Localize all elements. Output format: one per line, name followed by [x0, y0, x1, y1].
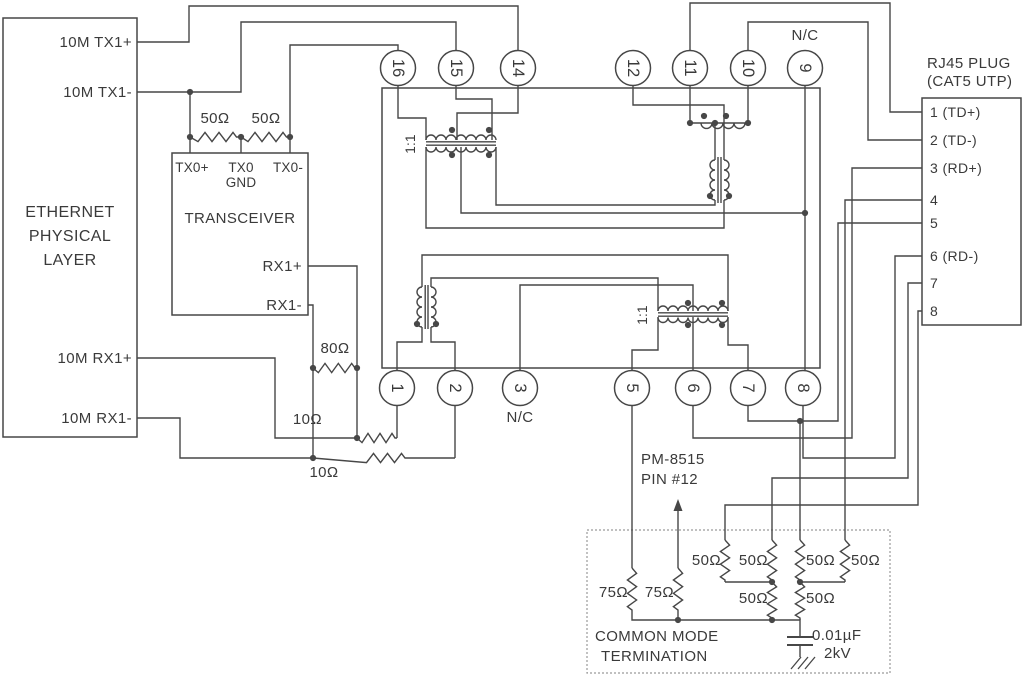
cmt-title-line1: COMMON MODE — [595, 628, 719, 645]
eth-pin-rx1-minus: 10M RX1- — [61, 410, 132, 427]
nc-label-pin9: N/C — [791, 27, 819, 44]
rj45-pin2-label: 2 (TD-) — [930, 132, 978, 148]
rj45-pin8-label: 8 — [930, 303, 939, 319]
module-pin-3 — [501, 369, 539, 407]
rj45-pin6-label: 6 (RD-) — [930, 248, 979, 264]
module-pin-10-number: 10 — [739, 58, 757, 78]
eth-title-line1: ETHERNET — [25, 204, 115, 221]
module-pin-12-number: 12 — [624, 58, 642, 78]
module-pin-1 — [378, 369, 416, 407]
eth-pin-tx1-minus: 10M TX1- — [63, 84, 132, 101]
nc-label-pin3: N/C — [506, 409, 534, 426]
module-pin-5 — [613, 369, 651, 407]
module-pin-9 — [786, 49, 824, 87]
cmt-50ohm-3-label: 50Ω — [806, 552, 836, 569]
module-pin-2 — [436, 369, 474, 407]
transceiver-pin-tx0-plus: TX0+ — [175, 160, 209, 175]
module-pin-15 — [437, 49, 475, 87]
module-pin-9-number: 9 — [796, 63, 814, 73]
module-pin-16 — [379, 49, 417, 87]
resistor-10ohm-bottom-label: 10Ω — [309, 464, 339, 481]
module-pin-5-number: 5 — [623, 383, 641, 393]
module-pin-15-number: 15 — [447, 58, 465, 78]
module-pin-14 — [499, 49, 537, 87]
transceiver-pin-gnd: GND — [225, 175, 257, 190]
resistor-80ohm-label: 80Ω — [320, 340, 350, 357]
cap-voltage-label: 2kV — [824, 645, 852, 662]
eth-title-line2: PHYSICAL — [28, 228, 112, 245]
module-pin-8-number: 8 — [794, 383, 812, 393]
module-pin-8 — [784, 369, 822, 407]
transceiver-pin-rx1-minus: RX1- — [266, 297, 302, 314]
cmt-50ohm-4-label: 50Ω — [851, 552, 881, 569]
module-pin-10 — [729, 49, 767, 87]
transceiver-pin-tx0-minus: TX0- — [272, 160, 304, 175]
rj45-pin1-label: 1 (TD+) — [930, 104, 981, 120]
transformer-ratio-tx: 1:1 — [403, 134, 418, 154]
cmt-title-line2: TERMINATION — [601, 648, 708, 665]
pin12-ref-line1: PM-8515 — [641, 451, 705, 468]
rj45-title-line1: RJ45 PLUG — [927, 55, 1011, 72]
cap-value-label: 0.01µF — [812, 627, 862, 644]
module-pin-14-number: 14 — [509, 58, 527, 78]
resistor-50ohm-left-label: 50Ω — [200, 110, 230, 127]
resistor-75ohm-b-label: 75Ω — [644, 584, 674, 601]
cmt-50ohm-2-label: 50Ω — [738, 552, 768, 569]
resistor-10ohm-top-label: 10Ω — [292, 411, 322, 428]
transceiver-title: TRANSCEIVER — [184, 210, 296, 227]
pin12-ref-line2: PIN #12 — [641, 471, 698, 488]
rj45-pin4-label: 4 — [930, 192, 939, 208]
rj45-pin5-label: 5 — [930, 215, 939, 231]
transformer-ratio-rx: 1:1 — [635, 305, 650, 325]
eth-pin-tx1-plus: 10M TX1+ — [59, 34, 132, 51]
rj45-pin7-label: 7 — [930, 275, 939, 291]
rj45-title-line2: (CAT5 UTP) — [927, 73, 1013, 90]
rj45-pin3-label: 3 (RD+) — [930, 160, 983, 176]
cmt-50ohm-5-label: 50Ω — [738, 590, 768, 607]
module-pin-16-number: 16 — [389, 58, 407, 78]
resistor-75ohm-a-label: 75Ω — [598, 584, 628, 601]
transceiver-pin-tx0: TX0 — [228, 160, 254, 175]
resistor-50ohm-right-label: 50Ω — [251, 110, 281, 127]
module-pin-7-number: 7 — [739, 383, 757, 393]
module-pin-11-number: 11 — [681, 59, 699, 77]
transceiver-pin-rx1-plus: RX1+ — [262, 258, 302, 275]
module-pin-6-number: 6 — [684, 383, 702, 393]
module-pin-1-number: 1 — [388, 383, 406, 393]
module-pin-7 — [729, 369, 767, 407]
module-pin-2-number: 2 — [446, 383, 464, 393]
module-pin-11 — [671, 49, 709, 87]
module-pin-3-number: 3 — [511, 383, 529, 393]
cmt-50ohm-1-label: 50Ω — [691, 552, 721, 569]
module-pin-6 — [674, 369, 712, 407]
eth-pin-rx1-plus: 10M RX1+ — [57, 350, 132, 367]
eth-title-line3: LAYER — [43, 252, 97, 269]
cmt-50ohm-6-label: 50Ω — [806, 590, 836, 607]
module-pin-12 — [614, 49, 652, 87]
